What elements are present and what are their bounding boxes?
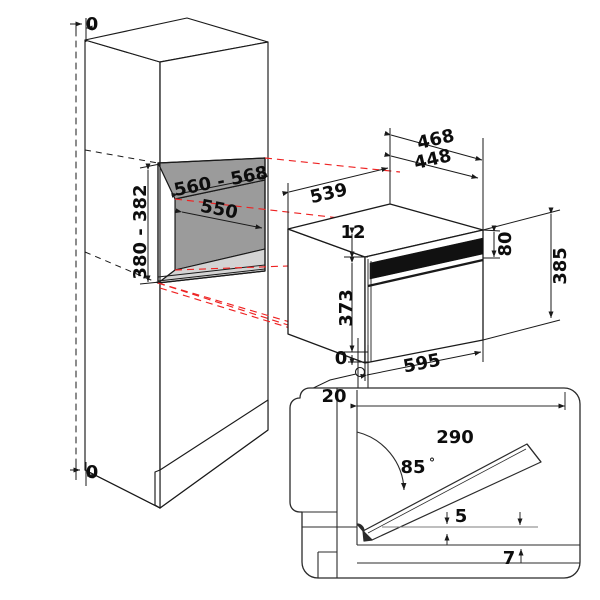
detail-dim-angle [356, 431, 407, 491]
label-panel-height: 80 [495, 231, 516, 256]
detail-floor-steps [302, 526, 580, 578]
detail-dim-5 [382, 512, 538, 545]
projection-line-bottom [157, 282, 301, 326]
label-door-height: 373 [336, 289, 357, 327]
dim-595-line [360, 350, 482, 379]
label-zero-bottom: 0 [86, 462, 99, 483]
label-detail-angle-symbol: ° [429, 456, 435, 470]
oven-control-panel [369, 237, 484, 280]
oven-door-gap-line [367, 258, 484, 288]
oven-assembly [287, 203, 484, 364]
label-front-projection: 20 [321, 386, 346, 407]
detail-inset-frame [289, 387, 581, 579]
label-detail-gap-lower: 7 [503, 548, 516, 569]
label-zero-top: 0 [86, 14, 99, 35]
cabinet-dimensions [70, 18, 269, 486]
detail-dim-290 [350, 392, 566, 410]
dim-385-ext-bot [482, 319, 561, 341]
detail-door-edge [526, 443, 542, 463]
detail-door-hinge [356, 523, 365, 532]
label-niche-height: 380 - 382 [130, 184, 151, 279]
label-top-offset: 12 [340, 222, 365, 243]
dim-539-line [282, 167, 389, 196]
dim-niche-width-line [171, 174, 269, 198]
dim-niche-height-ext-bot [139, 281, 161, 285]
detail-cabinet-wall [302, 388, 358, 527]
label-detail-gap-upper: 5 [455, 506, 468, 527]
detail-door-lower-face [362, 530, 373, 542]
label-detail-length: 290 [436, 427, 474, 448]
niche-front-opening [157, 157, 266, 284]
dim-niche-depth-line [175, 208, 263, 230]
label-oven-base: 0 [335, 348, 348, 369]
projection-line-long [159, 287, 291, 329]
detail-inset [289, 387, 581, 579]
cabinet-hidden-edges [75, 29, 86, 471]
dim-448-line [384, 151, 479, 179]
label-total-height: 385 [550, 247, 571, 285]
dimension-labels: 0 0 380 - 382 560 - 568 550 539 468 448 … [86, 14, 571, 569]
cabinet-base-outline [84, 469, 161, 509]
dim-niche-height-ext-top [139, 163, 161, 169]
detail-open-door [356, 443, 542, 542]
detail-door-inner-line [367, 448, 527, 534]
detail-callout-circle [354, 366, 366, 378]
cabinet-plinth-left [154, 469, 161, 509]
label-detail-angle: 85 [400, 457, 425, 478]
dim-385-ext-top [482, 209, 561, 231]
projection-line-lowest [157, 282, 289, 326]
